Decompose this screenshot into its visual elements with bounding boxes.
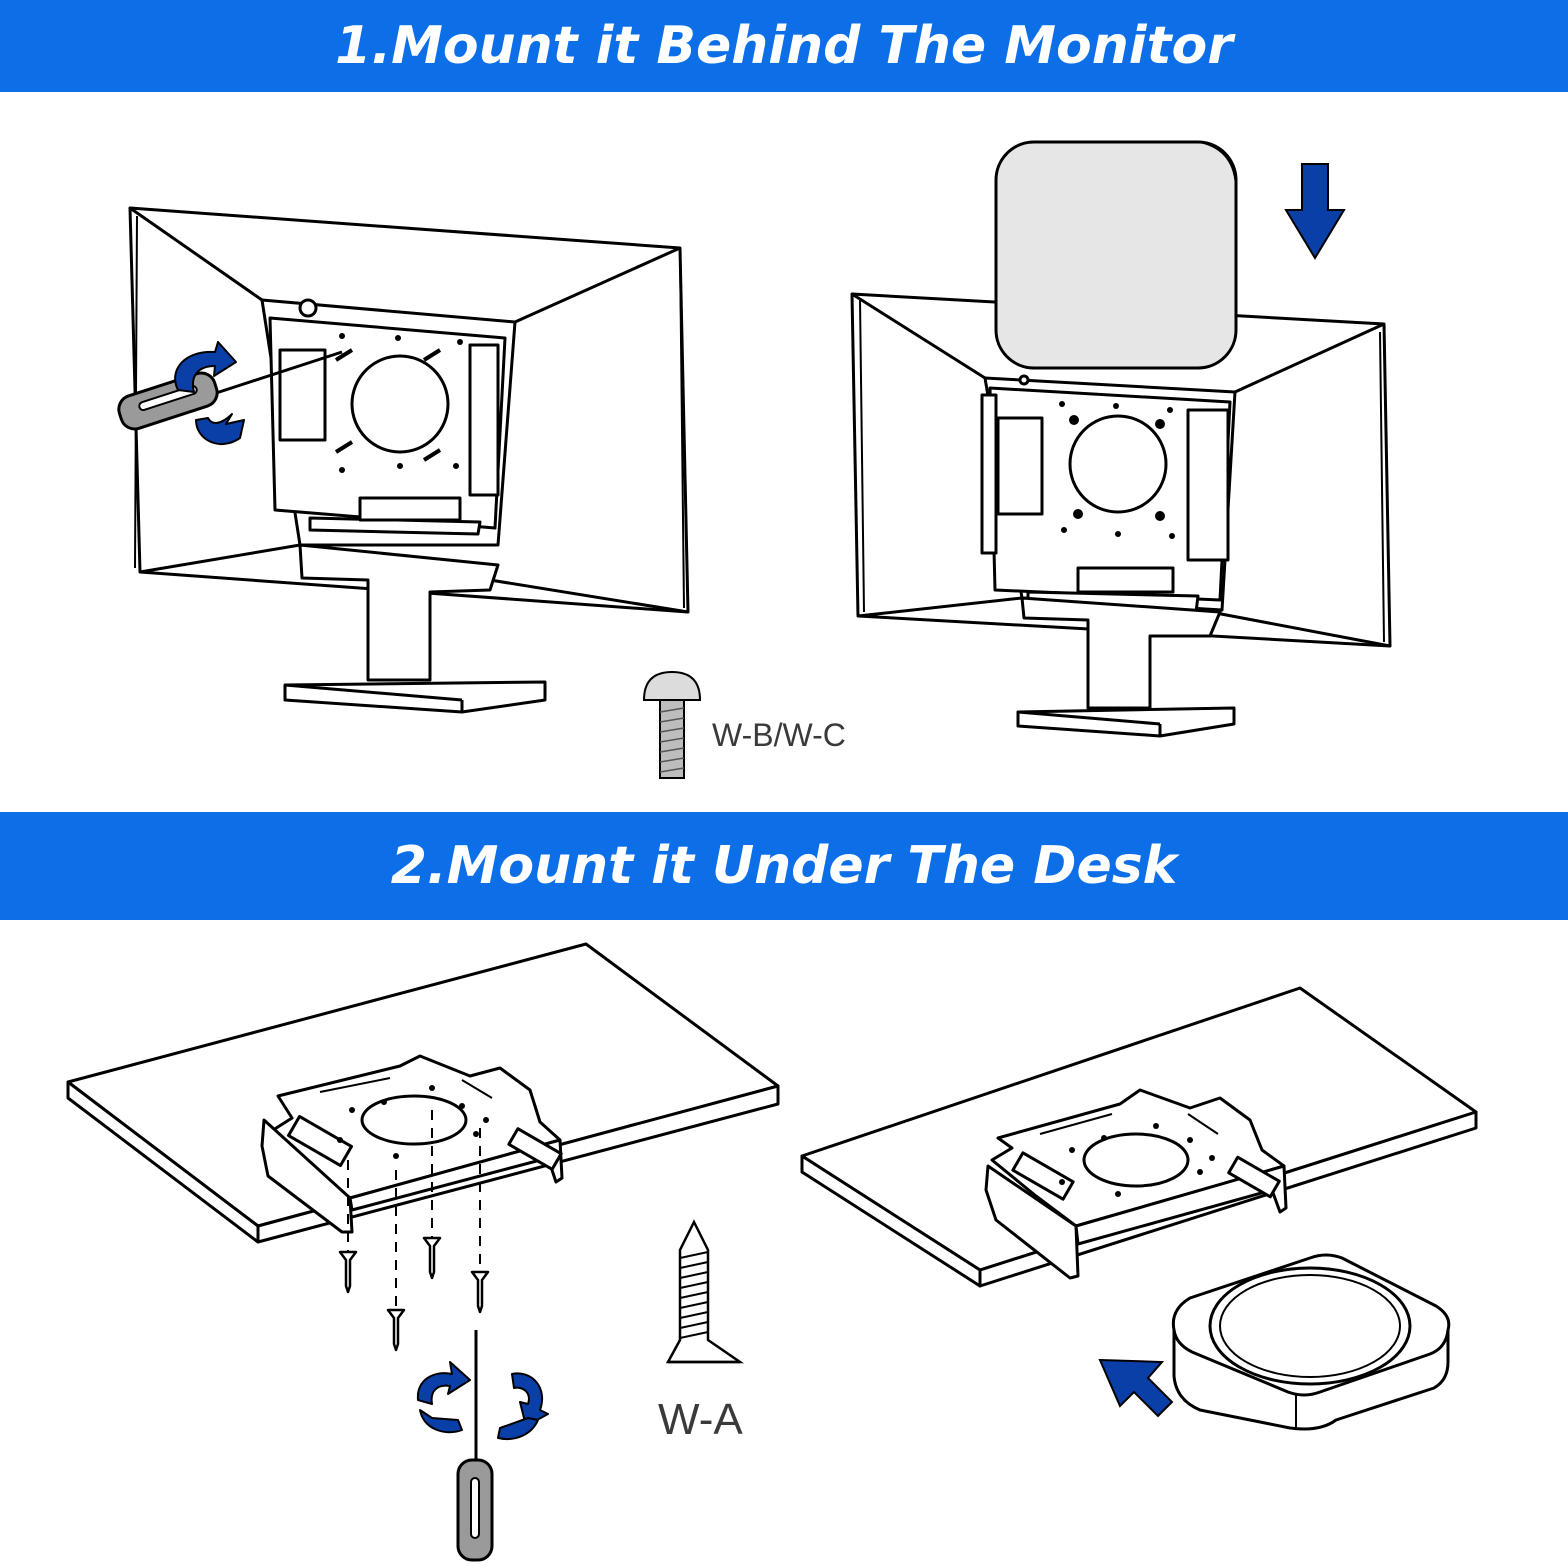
section-1-banner: 1.Mount it Behind The Monitor — [0, 0, 1568, 92]
screw-icon — [334, 348, 442, 462]
section-2-title: 2.Mount it Under The Desk — [390, 836, 1178, 896]
screw-icon — [338, 1236, 490, 1352]
rotate-arrow-icon — [416, 1361, 549, 1440]
screw-icon — [665, 1219, 745, 1364]
under-desk-illustration: W-A — [66, 942, 1478, 1562]
desk-left — [66, 942, 780, 1310]
rotate-arrow-icon — [174, 341, 245, 445]
down-arrow-icon — [1284, 163, 1346, 260]
screwdriver-icon — [456, 1330, 494, 1562]
screw-label-wa: W-A — [658, 1395, 743, 1444]
diagonal-arrow-icon — [1098, 1358, 1174, 1418]
screw-label-wb-wc: W-B/W-C — [712, 717, 846, 753]
section-1-title: 1.Mount it Behind The Monitor — [335, 16, 1233, 76]
behind-monitor-illustration: W-B/W-C — [117, 140, 1392, 779]
monitor-right — [850, 292, 1392, 738]
mini-pc-device — [994, 140, 1238, 370]
section-2-banner: 2.Mount it Under The Desk — [0, 812, 1568, 920]
mini-pc-device — [1171, 1253, 1451, 1431]
monitor-left — [128, 206, 690, 714]
desk-right — [800, 986, 1478, 1288]
screw-icon — [642, 670, 702, 779]
